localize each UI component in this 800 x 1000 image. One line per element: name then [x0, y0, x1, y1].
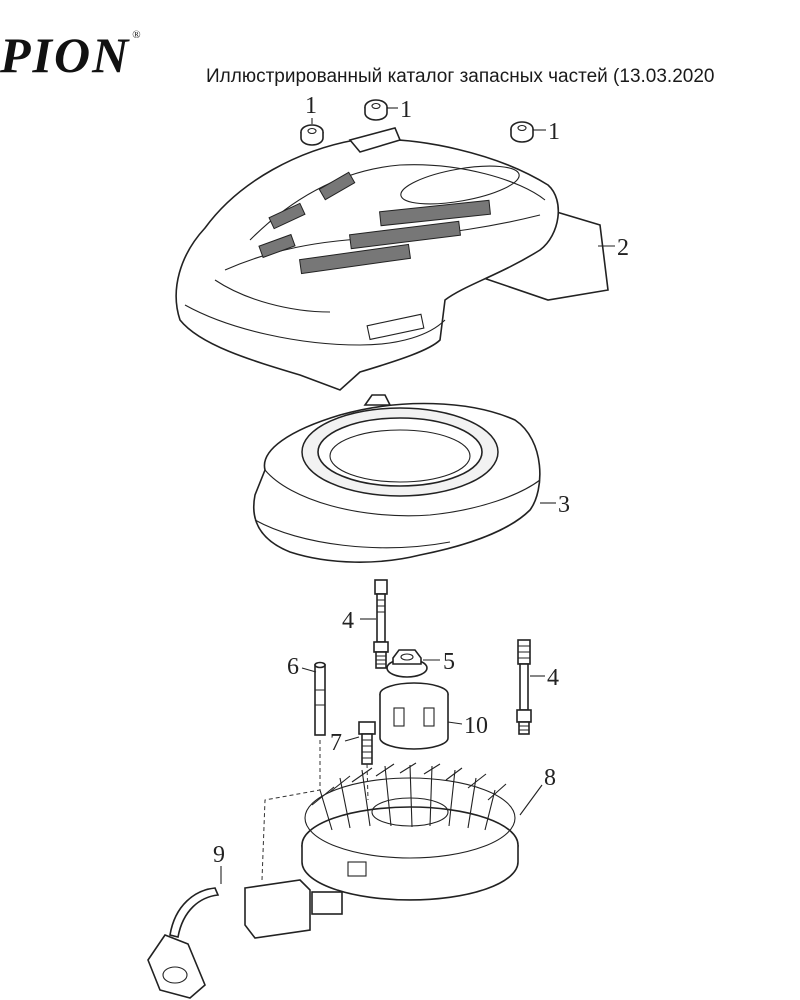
callout-4b: 4 [547, 665, 559, 691]
leader-line-6 [301, 667, 317, 673]
registered-mark: ® [132, 29, 143, 41]
alignment-guide-coil [261, 740, 321, 881]
starter-cup-part-10 [379, 682, 449, 750]
ignition-coil-part-9 [147, 879, 343, 999]
callout-4a: 4 [342, 608, 354, 634]
callout-7: 7 [330, 730, 342, 756]
engine-cover-part-2 [175, 127, 609, 391]
callout-3: 3 [558, 492, 570, 518]
pin-part-6 [314, 661, 326, 736]
callout-8: 8 [544, 765, 556, 791]
callout-1b: 1 [400, 97, 412, 123]
stud-part-4-right [516, 639, 532, 735]
stud-part-4-left [373, 579, 389, 669]
callout-10: 10 [464, 713, 488, 739]
leader-line-8 [519, 784, 543, 816]
flange-nut-part-5 [386, 649, 428, 678]
callout-9: 9 [213, 842, 225, 868]
callout-1a: 1 [305, 93, 317, 119]
callout-2: 2 [617, 235, 629, 261]
nut-part-1-right [510, 121, 534, 143]
alignment-guide-bolt [366, 763, 369, 801]
flywheel-part-8 [301, 762, 519, 901]
callout-6: 6 [287, 654, 299, 680]
catalog-title: Иллюстрированный каталог запасных частей… [206, 66, 715, 87]
nut-part-1-middle [364, 99, 388, 121]
fan-housing-part-3 [253, 394, 541, 563]
callout-1c: 1 [548, 119, 560, 145]
nut-part-1-left [300, 124, 324, 146]
bolt-part-7 [358, 721, 376, 765]
leader-line-7 [344, 736, 360, 742]
brand-logo: PION® [0, 27, 143, 83]
leader-line-10 [447, 721, 463, 725]
callout-5: 5 [443, 649, 455, 675]
brand-logo-text: PION [0, 27, 131, 83]
